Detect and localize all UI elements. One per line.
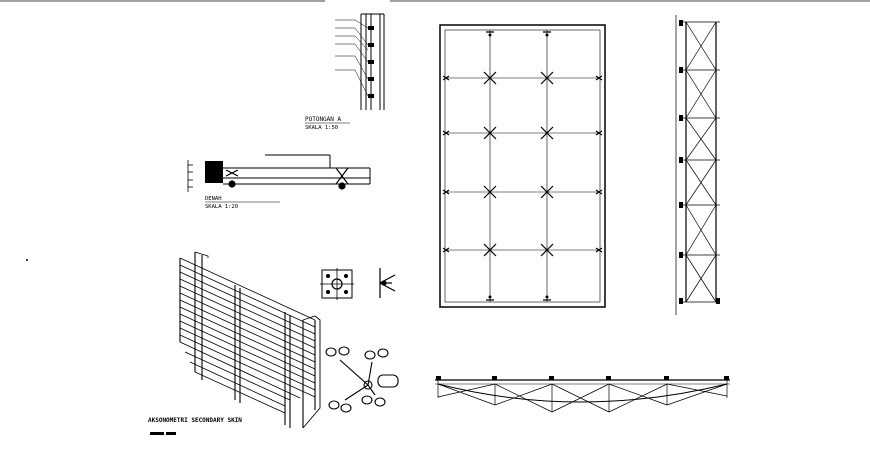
plan-scale: SKALA 1:20 [205,204,238,210]
plan-title: DENAH [205,196,222,202]
axonometric-title: AKSONOMETRI SECONDARY SKIN [148,417,242,424]
panel-spider-fittings [442,31,603,301]
spider-fitting-axonometric [325,346,399,413]
stray-mark [26,259,28,261]
horizontal-truss [435,376,730,413]
spider-fitting-side [379,268,396,298]
horizontal-truss-connectors [436,376,729,380]
section-a-scale: SKALA 1:50 [305,125,338,131]
spider-fitting-plan [320,268,354,300]
truss-connectors [679,20,720,304]
plan-detail: DENAH SKALA 1:20 [187,154,371,210]
axonometric-secondary-skin: AKSONOMETRI SECONDARY SKIN [148,251,321,435]
section-a-detail: POTONGAN A SKALA 1:50 [305,13,385,131]
elevation-panel-grid [439,24,606,308]
plan-column [205,161,223,183]
vertical-truss [675,15,720,315]
plan-bracket-right [335,167,349,190]
section-a-connectors [368,26,374,98]
plan-bracket-left [225,169,239,188]
section-a-title: POTONGAN A [305,116,342,123]
